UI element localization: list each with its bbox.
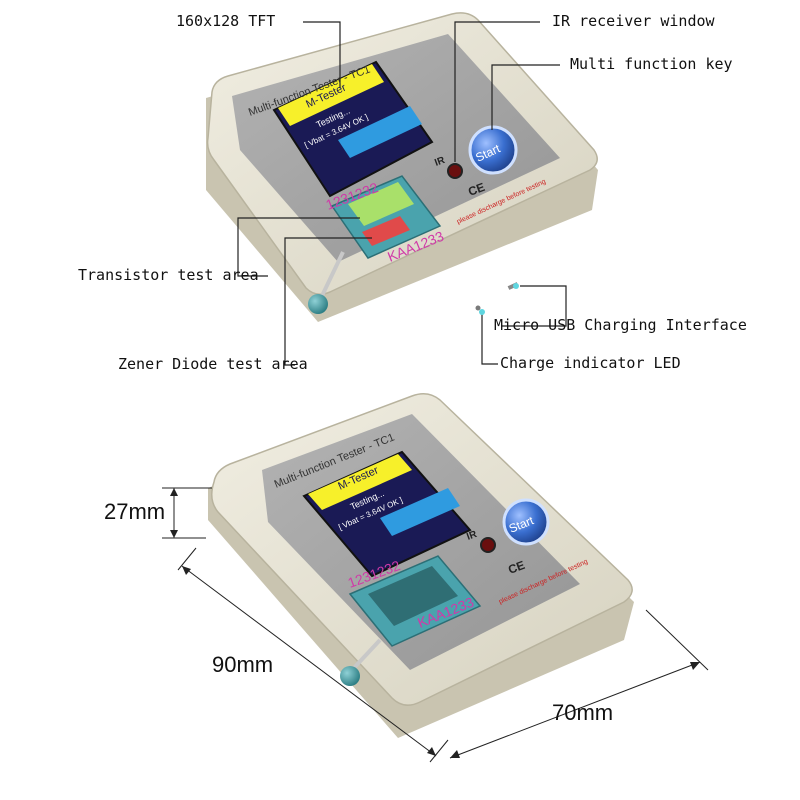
dimension-arrows — [170, 488, 700, 758]
dimension-height-label: 27mm — [104, 499, 166, 524]
led-marker-dot — [479, 309, 485, 315]
callout-multi-key: Multi function key — [570, 55, 733, 73]
length-ext-top — [177, 547, 197, 571]
length-dim-line — [181, 565, 437, 757]
transistor-leader — [237, 217, 360, 277]
charge-led-top — [475, 305, 481, 311]
led-leader — [481, 312, 498, 365]
arrow-width-end — [450, 750, 460, 758]
tft-leader — [303, 21, 341, 88]
device-bottom — [208, 393, 634, 738]
arrow-width-start — [690, 662, 700, 670]
start-button-top[interactable] — [468, 125, 518, 175]
screen-yellow-bar-bottom — [308, 454, 412, 510]
callout-usb: Micro USB Charging Interface — [494, 316, 747, 334]
dimension-length-label: 90mm — [212, 652, 274, 677]
device-top — [206, 12, 598, 322]
callout-lines — [237, 21, 567, 366]
ir-window-bottom — [480, 537, 496, 553]
ir-window-top — [447, 163, 463, 179]
length-ext-bottom — [429, 739, 449, 763]
start-button-bottom[interactable] — [502, 498, 550, 546]
callout-zener-area: Zener Diode test area — [118, 355, 308, 373]
screen-pin-box-top — [338, 106, 422, 158]
width-ext-right — [645, 609, 709, 671]
zener-slots-top — [362, 216, 410, 246]
arrow-height-bottom — [170, 530, 178, 538]
lever-ball-bottom — [340, 666, 360, 686]
zif-lever-top — [318, 251, 345, 301]
callout-tft: 160x128 TFT — [176, 12, 276, 30]
ce-mark-bottom: CE — [506, 558, 526, 577]
ce-mark-top: CE — [466, 180, 486, 199]
zener-leader — [284, 237, 372, 366]
callout-transistor-area: Transistor test area — [78, 266, 259, 284]
arrow-height-top — [170, 488, 178, 496]
usb-marker-dot — [513, 283, 519, 289]
transistor-slots-top — [348, 182, 414, 226]
width-dim-line — [449, 661, 701, 759]
arrow-length-start — [182, 566, 191, 575]
usb-leader — [502, 285, 567, 327]
arrow-length-end — [427, 747, 436, 756]
dimension-width-label: 70mm — [552, 700, 614, 725]
callout-ir-window: IR receiver window — [552, 12, 715, 30]
multi-key-leader — [491, 64, 560, 130]
socket-slots-bottom — [368, 566, 458, 626]
dimension-lines — [162, 487, 709, 763]
ir-leader — [454, 21, 540, 162]
callout-charge-led: Charge indicator LED — [500, 354, 681, 372]
lever-ball-top — [308, 294, 328, 314]
ir-label-top: IR — [433, 155, 447, 169]
ir-label-bottom: IR — [465, 529, 479, 543]
screen-pin-box-bottom — [380, 488, 460, 536]
screen-yellow-bar-top — [278, 64, 384, 126]
zif-lever-bottom — [350, 638, 382, 672]
